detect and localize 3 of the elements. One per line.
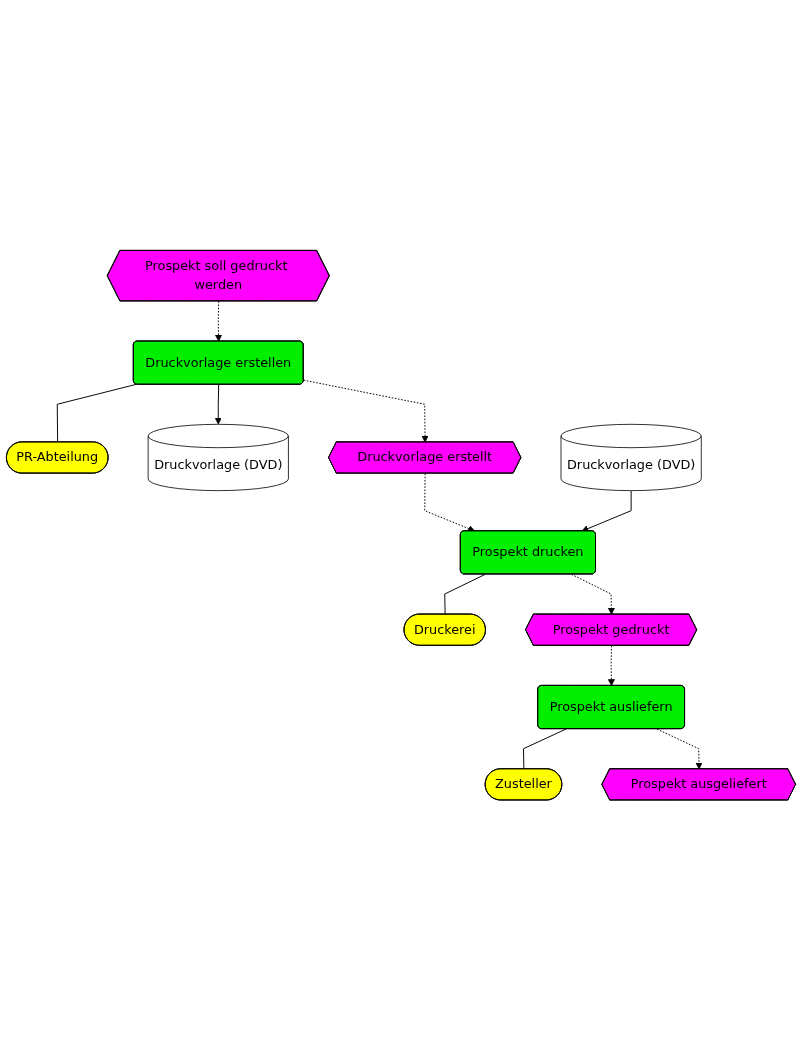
connector bbox=[523, 728, 567, 770]
connector bbox=[56, 383, 137, 443]
connector bbox=[444, 573, 486, 615]
